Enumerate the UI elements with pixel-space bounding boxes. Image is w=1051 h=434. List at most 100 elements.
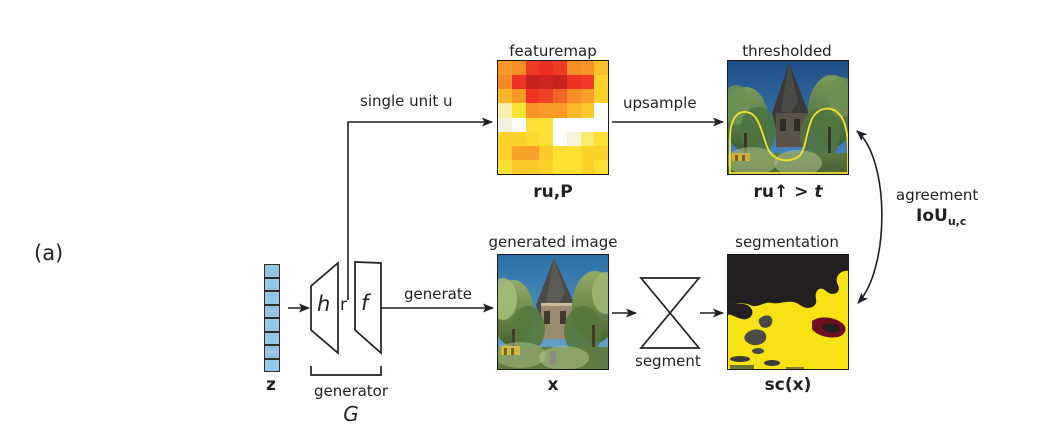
segmentation-map	[728, 255, 848, 369]
heatmap-cell	[498, 117, 512, 132]
heatmap-cell	[580, 117, 595, 132]
heatmap-cell	[594, 159, 608, 174]
heatmap-cell	[511, 117, 526, 132]
thresholded-title: thresholded	[742, 42, 832, 60]
segmentation-title: segmentation	[735, 233, 839, 251]
heatmap-cell	[525, 117, 540, 132]
upsample-arrow-label: upsample	[623, 94, 697, 112]
latent-cell	[264, 358, 280, 372]
heatmap-cell	[580, 131, 595, 146]
heatmap-cell	[553, 131, 567, 146]
segment-module-shape	[639, 277, 701, 349]
latent-vector-z	[264, 264, 280, 372]
generated-image	[498, 255, 608, 369]
heatmap-cell	[594, 103, 608, 118]
heatmap-cell	[511, 103, 526, 118]
heatmap-cell	[594, 117, 608, 132]
heatmap-cell	[525, 145, 540, 160]
segment-module-label: segment	[635, 352, 701, 370]
heatmap-cell	[511, 61, 526, 76]
segmentation-caption: sc(x)	[727, 375, 849, 395]
heatmap-cell	[511, 75, 526, 90]
heatmap-cell	[525, 159, 540, 174]
generated-image-title: generated image	[488, 233, 618, 251]
heatmap-cell	[553, 61, 567, 76]
heatmap-cell	[539, 103, 553, 118]
heatmap-cell	[553, 75, 567, 90]
latent-cell	[264, 264, 280, 278]
heatmap-cell	[498, 159, 512, 174]
module-h-label: h	[317, 292, 331, 316]
heatmap-cell	[525, 131, 540, 146]
heatmap-cell	[498, 61, 512, 76]
module-f-trapezoid	[354, 261, 382, 355]
iou-metric-name: IoU	[916, 206, 948, 226]
thresholded-caption-symbol: r	[753, 182, 762, 202]
agreement-label: agreement	[896, 186, 979, 204]
featuremap-panel[interactable]	[497, 60, 609, 175]
heatmap-cell	[580, 89, 595, 104]
heatmap-cell	[498, 89, 512, 104]
generator-bracket	[310, 366, 382, 376]
heatmap-cell	[498, 131, 512, 146]
module-f-label: f	[361, 291, 369, 315]
generated-image-panel[interactable]	[497, 254, 609, 370]
arrow-single-unit	[347, 117, 494, 300]
heatmap-cell	[511, 145, 526, 160]
single-unit-arrow-label: single unit u	[360, 92, 453, 110]
thresholded-caption-subscript: u	[761, 182, 775, 202]
segmentation-caption-tail: (x)	[784, 375, 812, 395]
generate-arrow-label: generate	[404, 285, 472, 303]
latent-cell	[264, 318, 280, 332]
heatmap-cell	[594, 75, 608, 90]
heatmap-cell	[553, 117, 567, 132]
generator-symbol-label: G	[343, 402, 359, 426]
heatmap-cell	[553, 145, 567, 160]
thresholded-image	[728, 61, 848, 174]
generated-image-caption: x	[547, 375, 559, 395]
heatmap-cell	[553, 103, 567, 118]
segmentation-caption-subscript: c	[774, 375, 785, 395]
heatmap-cell	[525, 89, 540, 104]
featuremap-caption-symbol: r	[533, 182, 542, 202]
latent-symbol-label: z	[266, 375, 276, 395]
heatmap-cell	[566, 159, 581, 174]
heatmap-cell	[539, 75, 553, 90]
segmentation-caption-symbol: s	[764, 375, 775, 395]
heatmap-cell	[525, 75, 540, 90]
featuremap-heatmap-grid	[498, 61, 608, 174]
iou-metric-subscript: u,c	[947, 215, 967, 228]
heatmap-cell	[539, 61, 553, 76]
latent-cell	[264, 291, 280, 305]
heatmap-cell	[539, 117, 553, 132]
heatmap-cell	[539, 131, 553, 146]
arrow-agreement-iou	[856, 130, 883, 304]
heatmap-cell	[539, 89, 553, 104]
thresholded-panel[interactable]	[727, 60, 849, 175]
heatmap-cell	[553, 159, 567, 174]
heatmap-cell	[580, 159, 595, 174]
heatmap-cell	[594, 61, 608, 76]
thresholded-caption-superscript: ↑	[774, 182, 789, 202]
generator-name-label: generator	[313, 382, 389, 400]
heatmap-cell	[511, 131, 526, 146]
latent-cell	[264, 304, 280, 318]
heatmap-cell	[511, 159, 526, 174]
heatmap-cell	[594, 89, 608, 104]
segmentation-panel[interactable]	[727, 254, 849, 370]
thresholded-caption-tail: > t	[794, 182, 823, 202]
heatmap-cell	[580, 103, 595, 118]
heatmap-cell	[566, 117, 581, 132]
heatmap-cell	[580, 61, 595, 76]
heatmap-cell	[566, 75, 581, 90]
heatmap-cell	[566, 89, 581, 104]
latent-cell	[264, 331, 280, 345]
latent-cells	[264, 264, 280, 372]
featuremap-caption-subscript: u,P	[541, 182, 573, 202]
iou-metric-label: IoUu,c	[916, 206, 966, 228]
heatmap-cell	[594, 145, 608, 160]
heatmap-cell	[525, 103, 540, 118]
heatmap-cell	[539, 145, 553, 160]
heatmap-cell	[594, 131, 608, 146]
thresholded-caption: ru↑ > t	[727, 182, 849, 202]
